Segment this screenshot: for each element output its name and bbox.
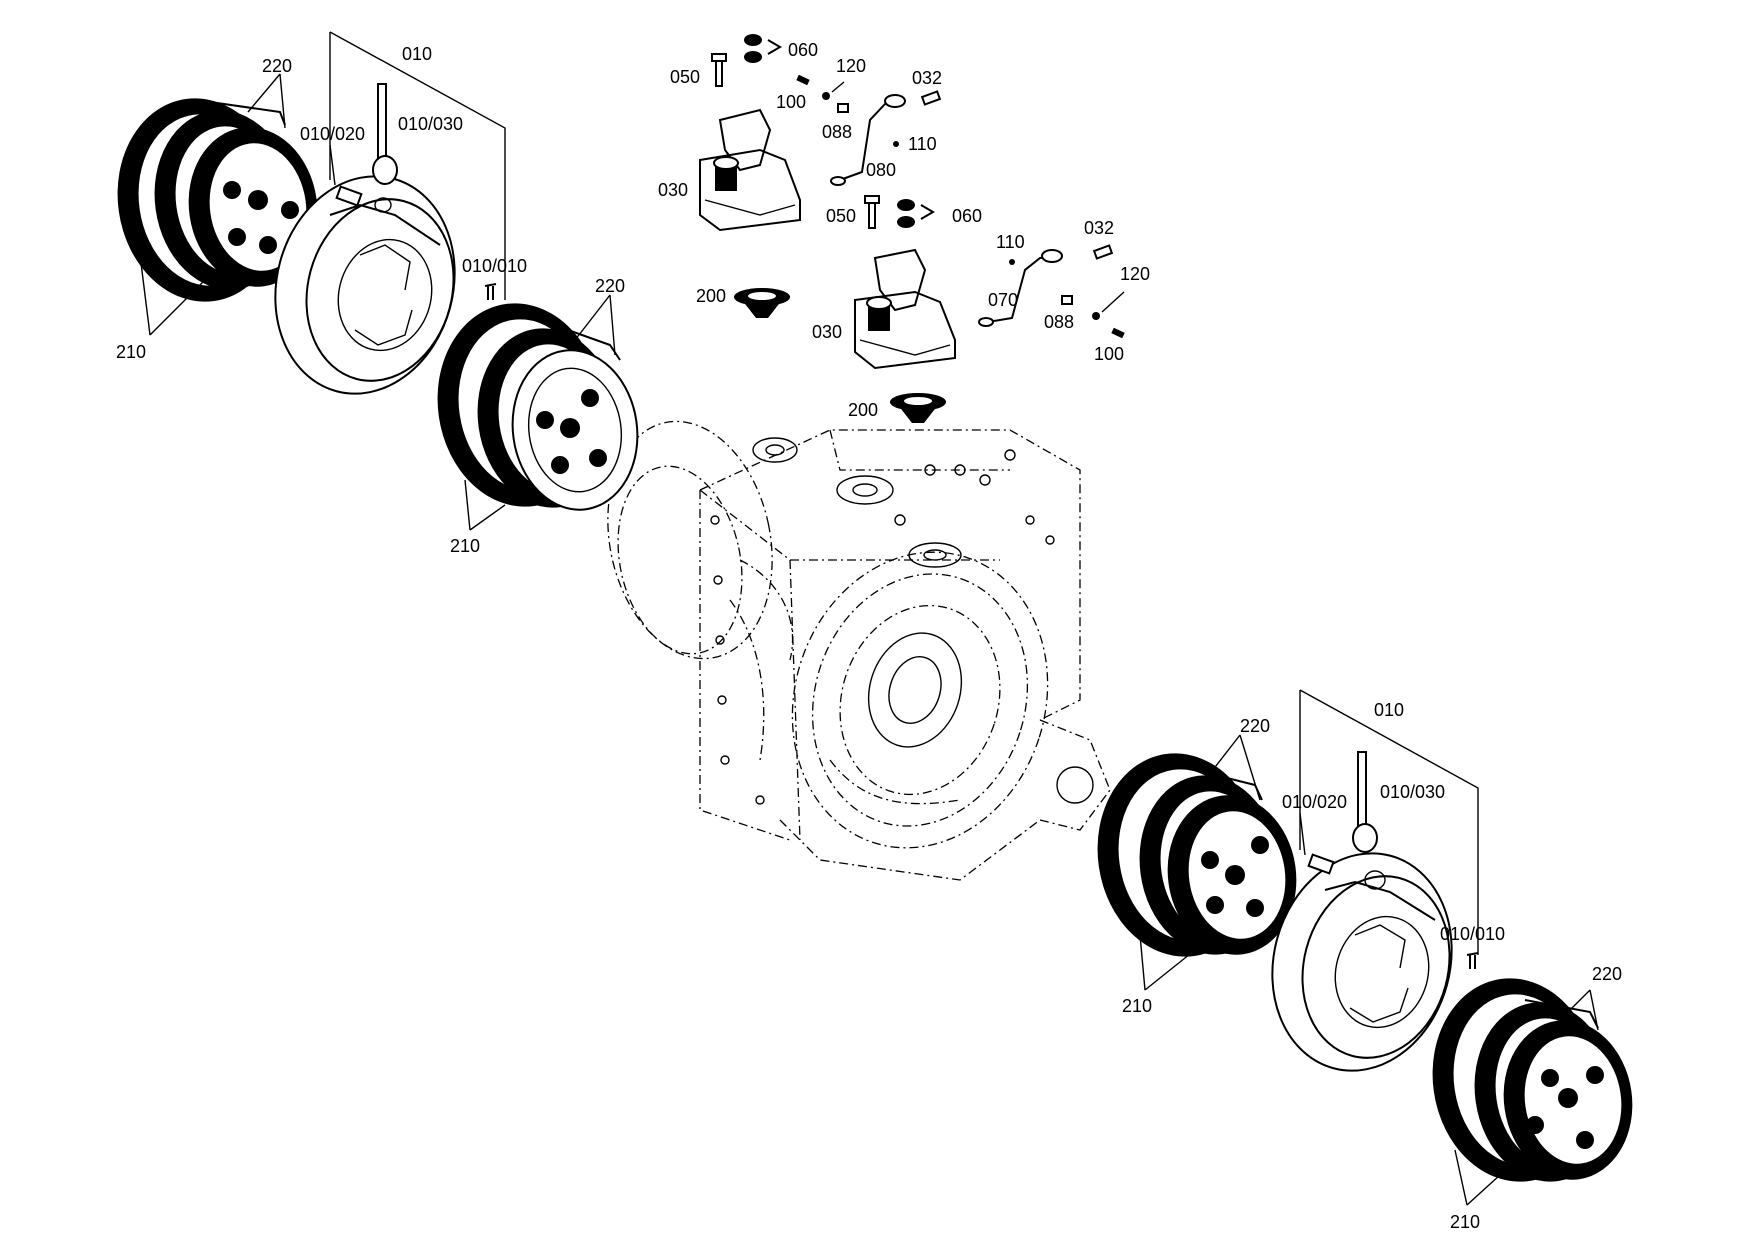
pipe-070 [978,249,1063,327]
transmission-housing [607,420,1111,881]
label-br-010-020: 010/020 [1282,792,1347,812]
washer-060-lower [897,199,935,228]
washer-120-lower [1092,291,1125,320]
boot-200-upper [734,288,790,318]
fitting-088-lower [1061,295,1073,305]
brake-housing-upper [274,175,456,395]
label-120-upper: 120 [836,56,866,76]
label-br-010-030: 010/030 [1380,782,1445,802]
label-tl-210: 210 [116,342,146,362]
label-050-upper: 050 [670,67,700,87]
screw-100-lower [1111,327,1125,339]
label-060-lower: 060 [952,206,982,226]
brake-housing-lower [1271,852,1453,1072]
bolt-050-lower [864,195,880,229]
label-mid-220: 220 [595,276,625,296]
label-030-upper: 030 [658,180,688,200]
washer-110-lower [1009,259,1015,265]
brake-disc-pack-lower-right [1432,978,1633,1182]
label-050-lower: 050 [826,206,856,226]
label-032-upper: 032 [912,68,942,88]
boot-200-lower [890,393,946,423]
washer-120-upper [822,81,845,100]
callout-labels: 010 220 010/020 010/030 010/010 210 220 … [116,40,1622,1232]
actuator-valve-lower [854,248,956,370]
label-tl-010-020: 010/020 [300,124,365,144]
bolt-050-upper [711,53,727,87]
plug-upper [335,185,363,207]
label-032-lower: 032 [1084,218,1114,238]
fitting-088-upper [837,103,849,113]
label-080: 080 [866,160,896,180]
label-088-lower: 088 [1044,312,1074,332]
right-brake-assembly [1097,751,1633,1182]
label-mid-210: 210 [450,536,480,556]
label-110-upper: 110 [908,134,937,154]
label-100-upper: 100 [776,92,806,112]
label-br-210-lower: 210 [1450,1212,1480,1232]
fitting-032-upper [920,90,942,106]
label-tl-010: 010 [402,44,432,64]
label-030-lower: 030 [812,322,842,342]
brake-disc-pack-upper-left [117,98,318,302]
label-br-010-010: 010/010 [1440,924,1505,944]
pin-upper [484,283,497,300]
breather-vent-lower [1352,751,1378,853]
brake-disc-pack-middle [437,303,639,511]
label-br-220: 220 [1240,716,1270,736]
label-120-lower: 120 [1120,264,1150,284]
label-100-lower: 100 [1094,344,1124,364]
left-brake-assembly [117,83,639,511]
fitting-032-lower [1092,244,1114,260]
label-tl-220: 220 [262,56,292,76]
pipe-080 [830,94,906,186]
label-tl-010-030: 010/030 [398,114,463,134]
label-tl-010-010: 010/010 [462,256,527,276]
washer-060-upper [744,34,782,63]
label-200-lower: 200 [848,400,878,420]
pin-lower [1466,952,1479,969]
label-088-upper: 088 [822,122,852,142]
screw-100-upper [796,74,810,86]
label-110-lower: 110 [996,232,1025,252]
label-br-010: 010 [1374,700,1404,720]
label-070: 070 [988,290,1018,310]
actuator-valve-upper [699,108,801,232]
washer-110-upper [893,141,899,147]
plug-lower [1307,853,1335,875]
leader-lines [139,31,1599,1206]
brake-disc-pack-lower-middle [1097,753,1297,957]
label-060-upper: 060 [788,40,818,60]
label-br-210: 210 [1122,996,1152,1016]
label-200-upper: 200 [696,286,726,306]
label-br-220-lower: 220 [1592,964,1622,984]
breather-vent-upper [372,83,398,185]
